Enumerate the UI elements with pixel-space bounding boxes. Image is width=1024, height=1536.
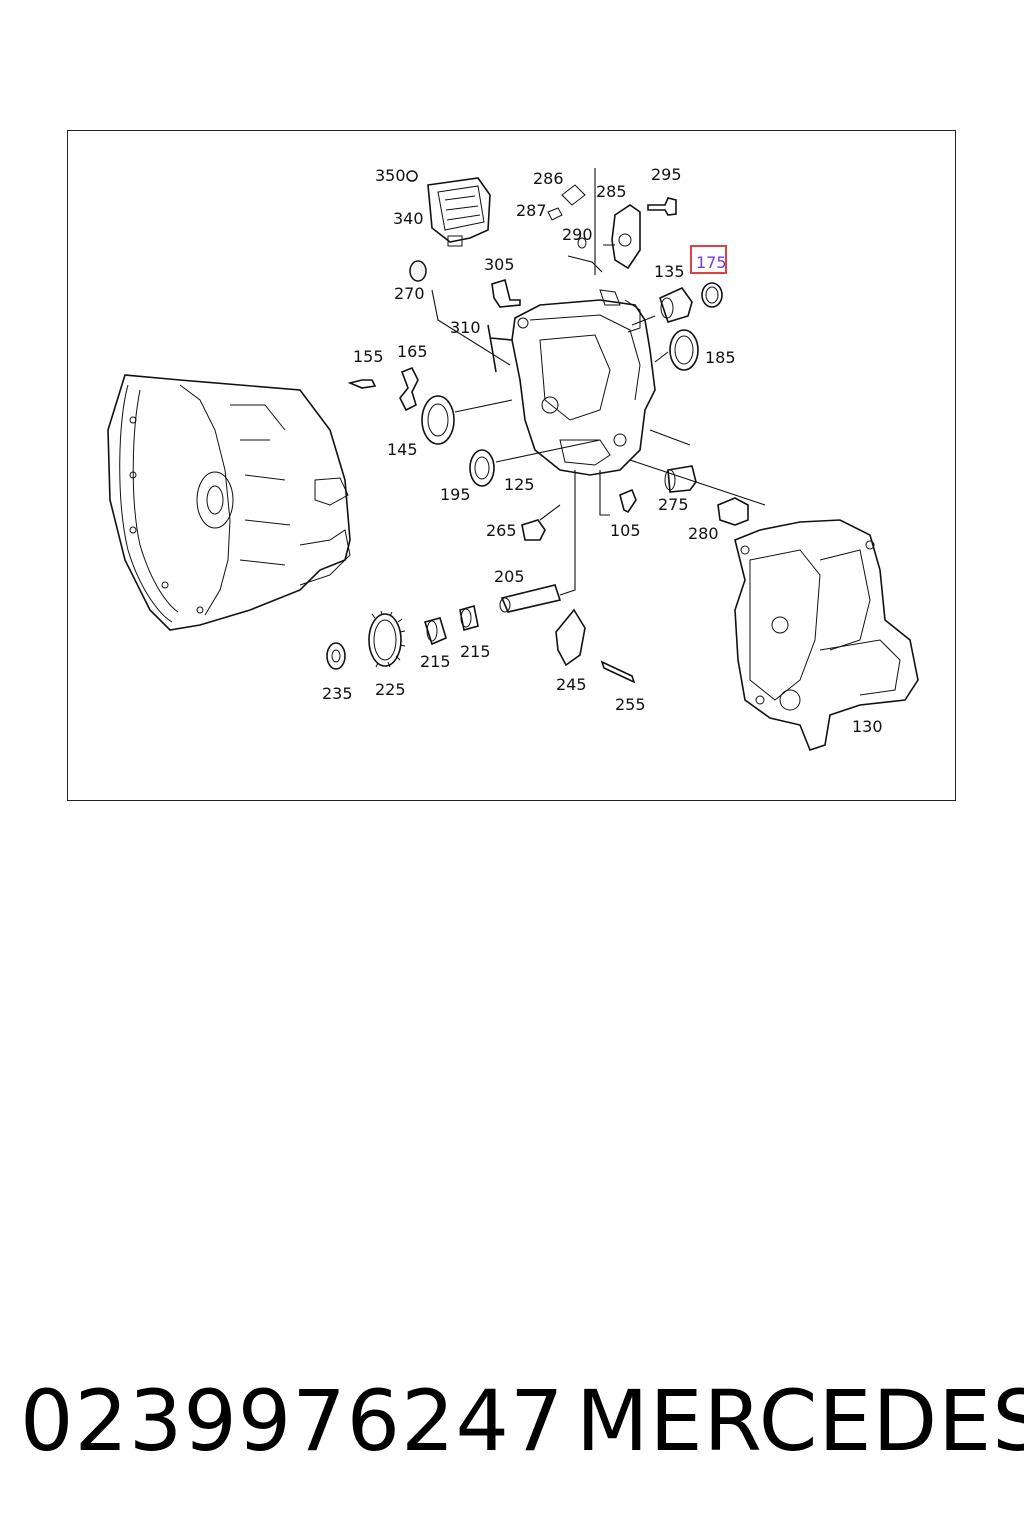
- bell-housing: [107, 374, 351, 631]
- callout-305: 305: [484, 255, 515, 274]
- callout-235: 235: [322, 684, 353, 703]
- callout-290: 290: [562, 225, 593, 244]
- center-housing: [511, 289, 656, 476]
- callout-255: 255: [615, 695, 646, 714]
- right-bearings: [631, 282, 723, 371]
- bottom-parts: [326, 584, 636, 684]
- callout-125: 125: [504, 475, 535, 494]
- top-cover: [406, 170, 491, 247]
- callout-105: 105: [610, 521, 641, 540]
- callout-145: 145: [387, 440, 418, 459]
- callout-270: 270: [394, 284, 425, 303]
- callout-295: 295: [651, 165, 682, 184]
- callout-245: 245: [556, 675, 587, 694]
- highlight-box-175: [690, 245, 727, 274]
- callout-286: 286: [533, 169, 564, 188]
- callout-165: 165: [397, 342, 428, 361]
- lower-center-parts: [521, 429, 766, 596]
- callout-265: 265: [486, 521, 517, 540]
- callout-185: 185: [705, 348, 736, 367]
- callout-225: 225: [375, 680, 406, 699]
- callout-340: 340: [393, 209, 424, 228]
- callout-310: 310: [450, 318, 481, 337]
- selector-parts: [547, 168, 677, 275]
- callout-205: 205: [494, 567, 525, 586]
- brand-name: MERCEDES: [576, 1372, 1024, 1470]
- callout-350: 350: [375, 166, 406, 185]
- left-small-parts: [347, 366, 601, 487]
- callout-labels: 350 340 286 287 285 290 295 270 305 310 …: [322, 165, 883, 736]
- callout-285: 285: [596, 182, 627, 201]
- callout-195: 195: [440, 485, 471, 504]
- callout-155: 155: [353, 347, 384, 366]
- part-number: 0239976247: [20, 1372, 565, 1470]
- diagram-frame: [67, 130, 956, 801]
- callout-135: 135: [654, 262, 685, 281]
- rear-housing: [734, 519, 919, 751]
- upper-left-parts: [409, 260, 521, 373]
- callout-280: 280: [688, 524, 719, 543]
- callout-130: 130: [852, 717, 883, 736]
- callout-215-left: 215: [420, 652, 451, 671]
- callout-275: 275: [658, 495, 689, 514]
- callout-175: 175: [696, 253, 727, 272]
- callout-287: 287: [516, 201, 547, 220]
- callout-215-right: 215: [460, 642, 491, 661]
